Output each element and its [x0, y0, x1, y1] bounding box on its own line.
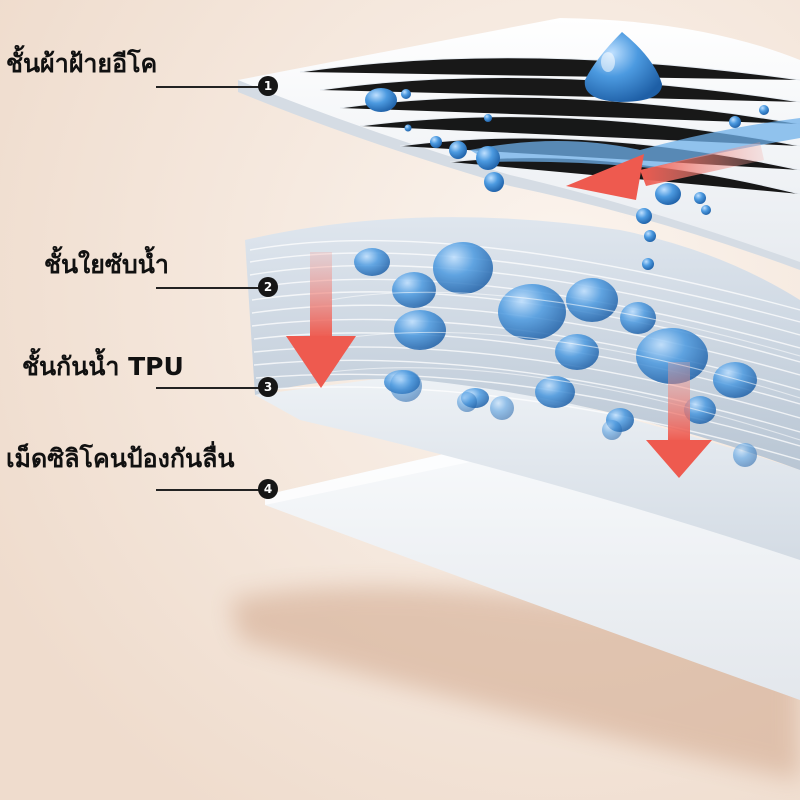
label-tpu-waterproof-layer: ชั้นกันน้ำ TPU — [22, 352, 184, 381]
badge-2: 2 — [258, 277, 278, 297]
badge-1: 1 — [258, 76, 278, 96]
absorption-arrow-left — [286, 252, 356, 388]
leader-line-4 — [156, 489, 260, 491]
layer-3-tpu-waterproof — [255, 372, 800, 560]
label-antislip-silicone: เม็ดซิลิโคนป้องกันลื่น — [6, 444, 235, 473]
label-eco-cotton-layer: ชั้นผ้าฝ้ายอีโค — [6, 49, 158, 78]
absorption-arrow-right — [646, 362, 712, 478]
label-absorbent-layer: ชั้นใยซับน้ำ — [44, 250, 169, 279]
water-splash-droplets — [365, 88, 769, 270]
badge-3: 3 — [258, 377, 278, 397]
badge-4: 4 — [258, 479, 278, 499]
leader-line-2 — [156, 287, 260, 289]
leader-line-3 — [156, 387, 260, 389]
bubbles-lower — [390, 370, 757, 467]
water-droplet-icon — [584, 32, 662, 102]
water-flow-arrow — [566, 142, 764, 200]
leader-line-1 — [156, 86, 260, 88]
